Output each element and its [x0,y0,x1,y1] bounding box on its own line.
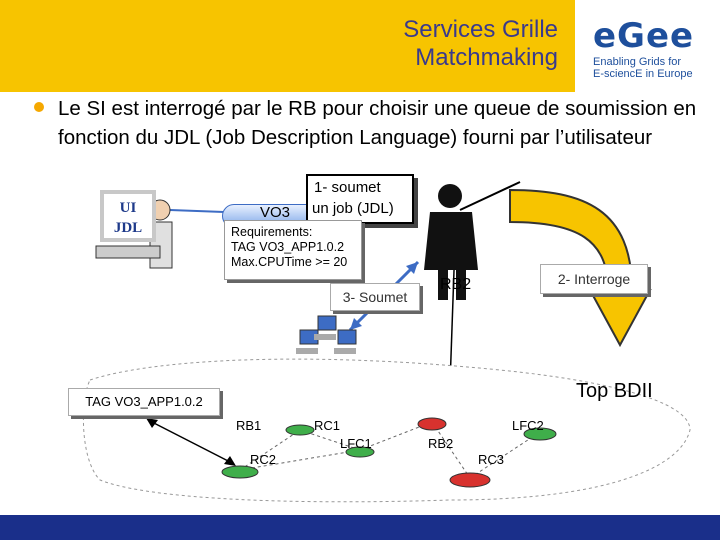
step1-box: 1- soumet un job (JDL) [306,174,414,224]
jdl-label: JDL [104,218,152,238]
requirements-box: Requirements: TAG VO3_APP1.0.2 Max.CPUTi… [224,220,362,280]
vo3-label: VO3 [260,204,290,221]
node-rc1 [286,425,314,435]
rc1-label: RC1 [314,418,340,433]
step2-box: 2- Interroge [540,264,648,294]
lfc2-label: LFC2 [512,418,544,433]
rc3-label: RC3 [478,452,504,467]
requirements-line-2: TAG VO3_APP1.0.2 [231,240,355,255]
step1-line-2: un job (JDL) [312,200,394,217]
rb2-node-label: RB2 [428,436,453,451]
ui-terminal: UI JDL [100,190,156,242]
step3-box: 3- Soumet [330,283,420,311]
node-rc3 [450,473,490,487]
node-rb1 [222,466,258,478]
top-bdii-label: Top BDII [576,380,653,403]
step1-line-1: 1- soumet [314,179,381,196]
lfc1-label: LFC1 [340,436,372,451]
ui-vo3-arrow [170,210,224,212]
requirements-line-1: Requirements: [231,225,355,240]
node-rb2 [418,418,446,430]
rc2-label: RC2 [250,452,276,467]
rb1-label: RB1 [236,418,261,433]
ui-label: UI [104,198,152,218]
computers-icon [296,316,356,354]
rb2-top-label: RB2 [440,276,471,294]
requirements-line-3: Max.CPUTime >= 20 [231,255,355,270]
footer-band [0,515,720,540]
tag-box: TAG VO3_APP1.0.2 [68,388,220,416]
